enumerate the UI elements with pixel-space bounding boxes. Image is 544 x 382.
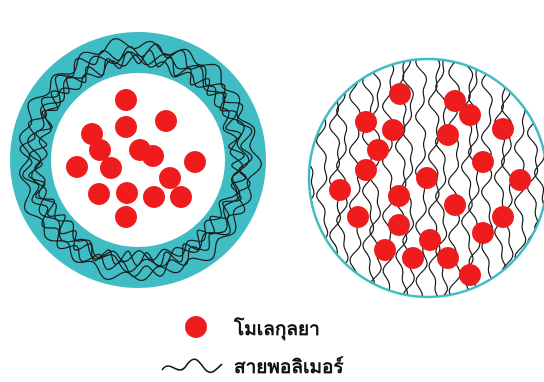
drug-molecule (66, 156, 88, 178)
drug-molecule (355, 159, 377, 181)
drug-molecule (388, 214, 410, 236)
drug-molecule (437, 247, 459, 269)
drug-molecule (355, 111, 377, 133)
drug-molecule (437, 124, 459, 146)
drug-molecule (382, 119, 404, 141)
legend-polymer-row: สายพอลิเมอร์ (234, 352, 344, 382)
drug-molecule (89, 139, 111, 161)
legend-drug-row: โมเลกุลยา (234, 314, 320, 344)
reservoir-capsule (10, 32, 266, 288)
drug-molecule (155, 110, 177, 132)
drug-molecule (402, 247, 424, 269)
matrix-sphere (304, 50, 544, 305)
legend-drug-label: โมเลกุลยา (234, 314, 320, 344)
drug-molecule (472, 151, 494, 173)
drug-molecule (459, 264, 481, 286)
legend-polymer-label: สายพอลิเมอร์ (234, 352, 344, 382)
drug-molecule (416, 167, 438, 189)
drug-molecule (388, 185, 410, 207)
drug-molecule (143, 186, 165, 208)
drug-molecule (116, 182, 138, 204)
drug-molecule (492, 118, 514, 140)
drug-molecule (347, 206, 369, 228)
drug-molecule (170, 186, 192, 208)
drug-molecule (367, 139, 389, 161)
drug-molecule (159, 167, 181, 189)
drug-molecule (88, 183, 110, 205)
drug-molecule (115, 116, 137, 138)
drug-molecule (115, 89, 137, 111)
drug-molecule (509, 169, 531, 191)
drug-molecule (459, 104, 481, 126)
drug-molecule (329, 179, 351, 201)
drug-molecule (115, 206, 137, 228)
drug-molecule (444, 194, 466, 216)
drug-molecule (492, 206, 514, 228)
drug-molecule (374, 239, 396, 261)
legend-drug-icon (185, 316, 207, 338)
drug-molecule (129, 139, 151, 161)
drug-molecule (184, 151, 206, 173)
drug-molecule (389, 83, 411, 105)
drug-molecule (419, 229, 441, 251)
legend-polymer-icon (162, 359, 222, 372)
drug-molecule (472, 222, 494, 244)
